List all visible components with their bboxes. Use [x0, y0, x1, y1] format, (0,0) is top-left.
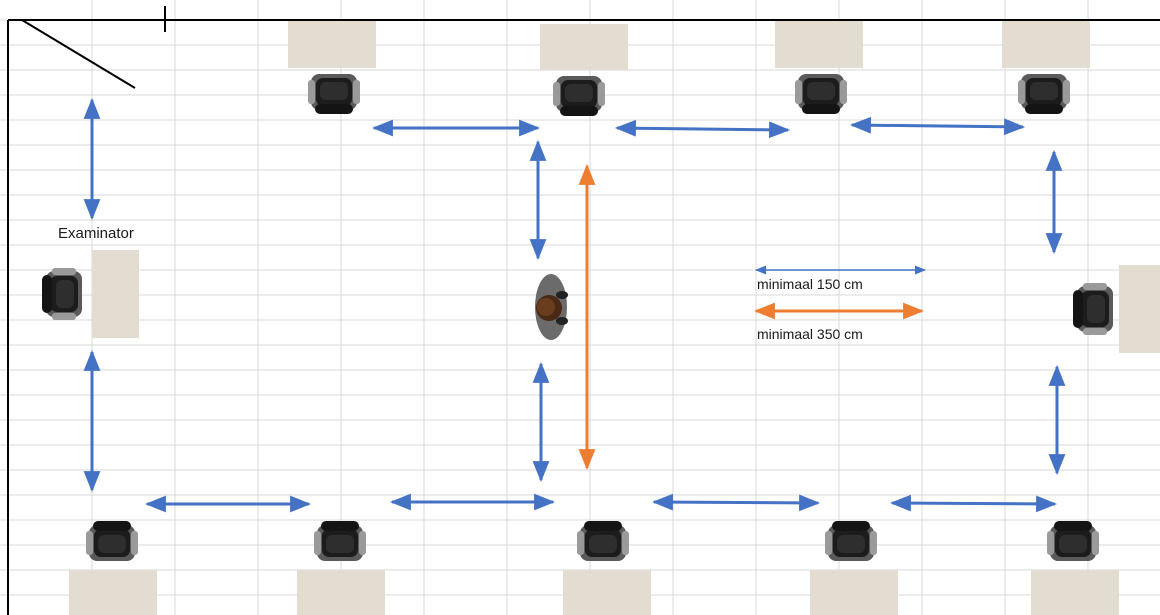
- desk-top-2: [540, 24, 628, 70]
- legend-arrows: [753, 265, 927, 320]
- chair-icon: [308, 74, 360, 114]
- chair-icon: [1047, 521, 1099, 561]
- person-icon: [535, 274, 568, 340]
- legend-blue-label: minimaal 150 cm: [757, 276, 863, 292]
- desk-bottom-2: [297, 570, 385, 615]
- desk-bottom-5: [1031, 570, 1119, 615]
- desk-bottom-1: [69, 570, 157, 615]
- desk-right: [1119, 265, 1160, 353]
- chair-icon: [1018, 74, 1070, 114]
- examinator-label: Examinator: [58, 225, 134, 242]
- blue-spacing-arrows: [83, 97, 1066, 513]
- chair-icon: [42, 268, 82, 320]
- desk-examinator: [92, 250, 139, 338]
- chair-icon: [314, 521, 366, 561]
- room-walls: [7, 6, 1160, 615]
- chair-icon: [795, 74, 847, 114]
- chair-icons: [42, 74, 1113, 561]
- legend-orange-label: minimaal 350 cm: [757, 326, 863, 342]
- desk-top-4: [1002, 21, 1090, 68]
- chair-icon: [553, 76, 605, 116]
- chair-icon: [825, 521, 877, 561]
- desk-bottom-3: [563, 570, 651, 615]
- desk-bottom-4: [810, 570, 898, 615]
- desk-top-3: [775, 21, 863, 68]
- desks: [69, 21, 1160, 615]
- chair-icon: [577, 521, 629, 561]
- chair-icon: [1073, 283, 1113, 335]
- desk-top-1: [288, 21, 376, 68]
- chair-icon: [86, 521, 138, 561]
